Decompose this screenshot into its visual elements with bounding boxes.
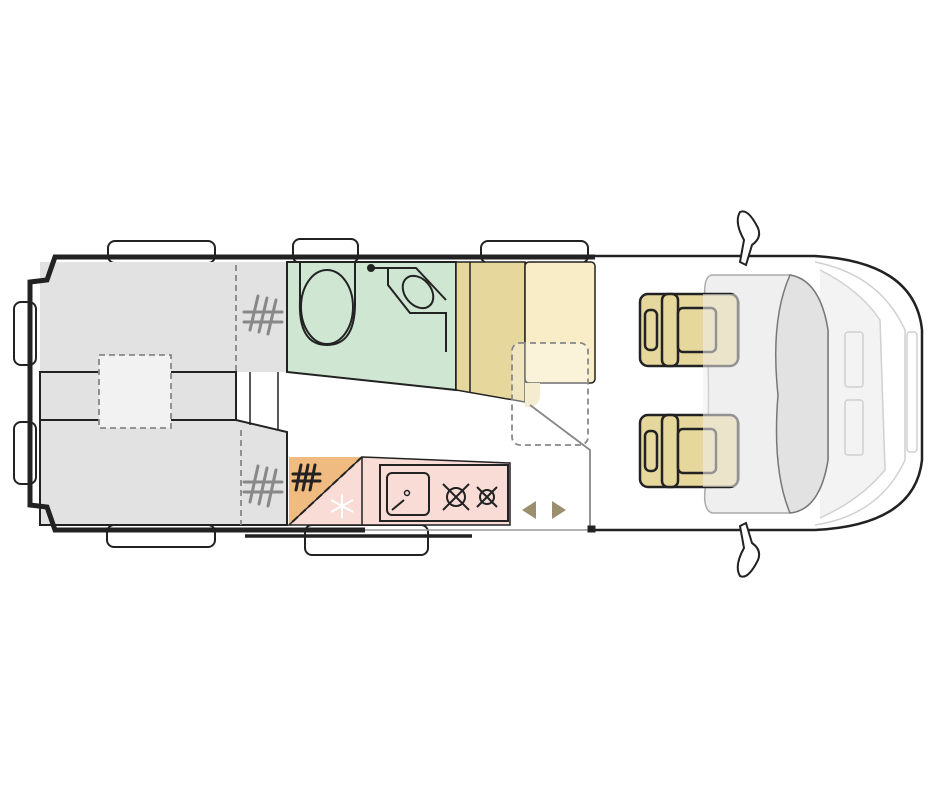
fridge-divider (288, 456, 363, 526)
wardrobe-light (524, 261, 596, 384)
cab-vent (844, 399, 864, 456)
bed-lower (39, 419, 288, 526)
window-icon (107, 240, 216, 264)
bathroom (286, 261, 457, 392)
washbasin-icon (401, 274, 435, 310)
storage-hash-icon (242, 464, 284, 508)
cab (590, 210, 924, 578)
skylight (98, 354, 172, 429)
mirror-icon (736, 210, 761, 267)
kitchen (287, 456, 566, 526)
storage-hash-icon (242, 294, 284, 336)
cab-detail (819, 269, 886, 519)
walls (27, 254, 596, 538)
cab-vent (906, 331, 918, 453)
bed-area (39, 262, 288, 526)
washbasin-icon (371, 267, 447, 352)
fridge-snowflake-icon (330, 494, 354, 518)
stove-burner-icon (442, 483, 470, 511)
sink-tap (391, 499, 405, 511)
mirror-icon (736, 521, 761, 578)
entry-wall (529, 404, 591, 530)
storage-hash-icon (291, 463, 322, 492)
direction-arrow-icon (522, 501, 536, 519)
windshield (775, 274, 829, 514)
bathroom-floor (286, 261, 457, 392)
table-dashed (511, 342, 589, 446)
direction-arrow-icon (552, 501, 566, 519)
sink-drain (403, 489, 411, 497)
window-icon (13, 421, 37, 485)
toilet-icon (300, 269, 354, 345)
wardrobe (455, 261, 596, 530)
wardrobe-corner (525, 383, 540, 407)
stove-burner-icon (476, 486, 498, 508)
window-icon (13, 301, 37, 366)
sink-icon (386, 472, 430, 516)
hob-frame (379, 464, 509, 522)
window-icon (480, 240, 589, 264)
cab-detail (814, 261, 906, 526)
bed-upper (40, 262, 287, 372)
cab-vent (844, 331, 864, 388)
dashboard-overlay (703, 294, 739, 487)
